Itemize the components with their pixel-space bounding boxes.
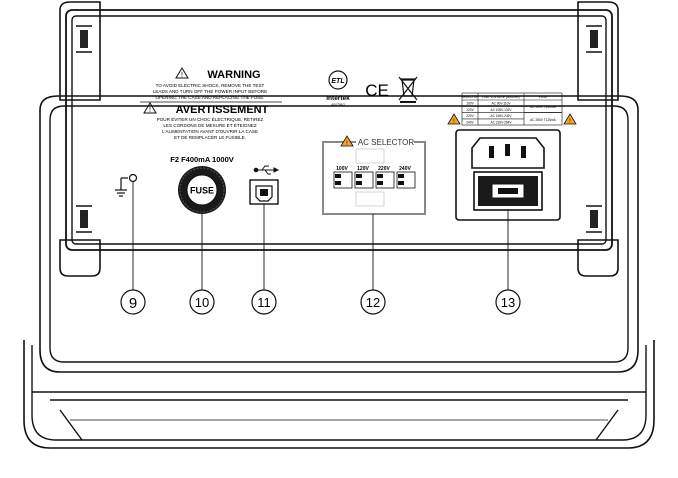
usb-port[interactable] [249,179,279,205]
avertissement-line-3: L'ALIMENTATION AVANT D'OUVRIR LA CASE [162,129,258,134]
selector-table [461,92,563,126]
instrument-body [23,1,655,449]
ac-selector: ! AC SELECTOR 100V 120V 220V 240V [322,135,426,215]
svg-text:13: 13 [501,295,515,310]
ac-selector-title: AC SELECTOR [358,138,415,147]
table-cell: AC 198V-242V [490,114,512,118]
voltage-label: 100V [336,166,348,172]
table-cell: 100V [466,102,474,106]
warning-heading: WARNING [207,69,260,81]
voltage-selector-switch[interactable] [333,148,416,207]
table-cell-fuse: AC 250V T250mA [530,105,557,109]
warning-line-3: OPENING THE CASE AND REPLACING THE FUSE. [155,95,264,100]
table-cell: 240V [466,120,474,124]
callout-9: 9 [120,289,146,315]
warning-label: ! WARNING TO AVOID ELECTRIC SHOCK, REMOV… [140,67,282,140]
callout-11: 11 [251,289,277,315]
avertissement-heading: AVERTISSEMENT [176,104,269,116]
table-cell: 220V [466,114,474,118]
svg-text:11: 11 [257,295,271,310]
fuse-holder-icon[interactable]: FUSE [178,166,226,214]
table-cell: 120V [466,108,474,112]
voltage-label: 240V [399,166,411,172]
callout-leaders [132,182,509,290]
callout-10: 10 [189,289,215,315]
svg-text:!: ! [346,141,348,147]
iec-power-socket-icon[interactable] [455,129,561,221]
fuse-rating-label: F2 F400mA 1000V [170,155,234,164]
usb-icon [253,165,280,175]
table-header-fuse: FUSE [539,95,548,99]
weee-bin-icon [398,76,418,103]
avertissement-line-4: ET DE REMPLACER LE FUSIBLE. [174,135,246,140]
warning-triangle-icon: ! [447,113,461,125]
avertissement-line-1: POUR ÉVITER UN CHOC ÉLECTRIQUE, RETIREZ [157,116,264,122]
voltage-label: 120V [357,166,369,172]
svg-text:10: 10 [195,295,209,310]
warning-triangle-icon: ! [175,67,189,79]
svg-text:!: ! [149,107,151,114]
svg-text:9: 9 [129,295,137,312]
certification-marks: ETL Intertek 4007862 CE [326,70,418,107]
intertek-code: 4007862 [331,103,345,107]
warning-line-2: LEADS AND TURN OFF THE POWER INPUT BEFOR… [153,89,267,94]
svg-text:!: ! [453,119,455,125]
warning-triangle-icon: ! [143,102,157,114]
ground-terminal[interactable] [128,173,138,183]
callout-12: 12 [360,289,386,315]
warning-line-1: TO AVOID ELECTRIC SHOCK, REMOVE THE TEST [156,83,265,88]
table-cell-fuse: AC 250V T125mA [530,118,557,122]
voltage-label: 220V [378,166,390,172]
table-cell: AC 216V-264V [490,120,512,124]
etl-mark-icon: ETL Intertek 4007862 [326,70,350,107]
avertissement-line-2: LES CORDONS DE MESURE ET ÉTEIGNEZ [163,122,257,128]
table-header-selector: SELECTOR [461,95,479,99]
warning-triangle-icon: ! [563,113,577,125]
svg-text:ETL: ETL [331,78,344,85]
svg-text:12: 12 [366,295,380,310]
svg-text:!: ! [569,119,571,125]
svg-text:!: ! [181,72,183,79]
ce-mark: CE [365,81,389,100]
warning-triangle-icon: ! [340,135,354,147]
table-cell: AC 108V-132V [490,108,512,112]
callout-13: 13 [495,289,521,315]
intertek-label: Intertek [326,95,350,102]
ground-icon [115,177,128,197]
selector-table-text: SELECTOR LINE VOLTAGE (50/60Hz) FUSE 100… [461,95,556,124]
table-header-voltage: LINE VOLTAGE (50/60Hz) [482,95,519,99]
table-cell: AC 90V-110V [491,102,511,106]
fuse-label: FUSE [190,186,214,196]
